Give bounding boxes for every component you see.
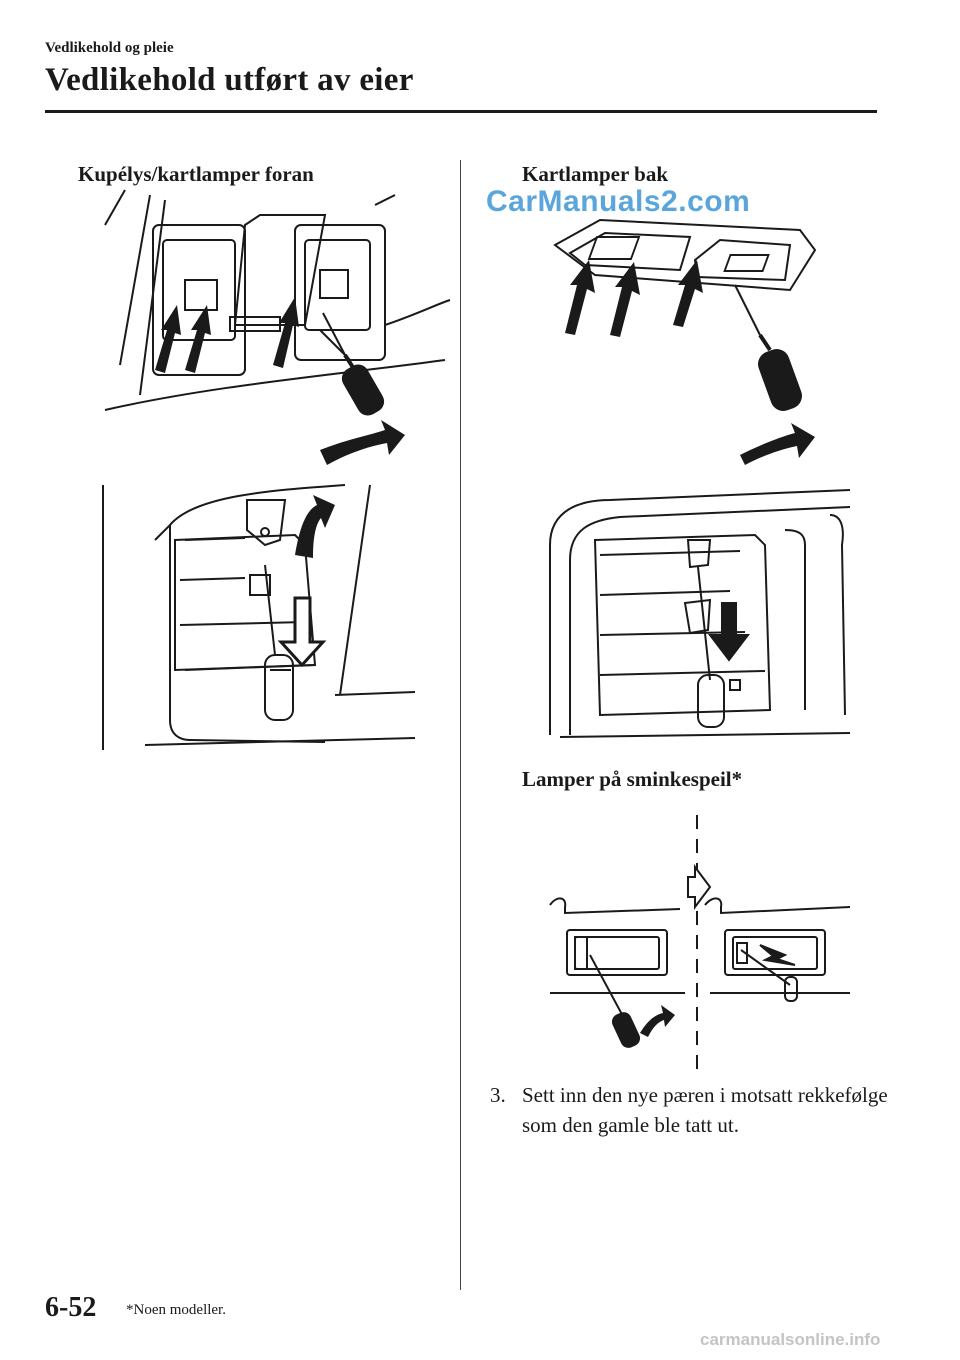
page-title: Vedlikehold utført av eier (45, 62, 414, 98)
vanity-mirror-lamp-illustration (549, 815, 851, 1070)
step-text: Sett inn den nye pæren i motsatt rekkefø… (522, 1083, 888, 1137)
section-label: Vedlikehold og pleie (45, 40, 174, 56)
page-number: 6-52 (45, 1292, 97, 1323)
rear-lamp-removal-illustration (553, 218, 817, 465)
caption-vanity-mirror-lamps: Lamper på sminkespeil* (522, 767, 743, 791)
step-number: 3. (490, 1083, 506, 1107)
column-divider (460, 160, 461, 1290)
footnote: *Noen modeller. (126, 1302, 226, 1318)
rear-bulb-illustration (549, 489, 851, 738)
site-watermark: carmanualsonline.info (700, 1330, 881, 1349)
front-lamp-removal-illustration (104, 189, 451, 465)
front-bulb-illustration (102, 484, 415, 750)
caption-rear-map-lamps: Kartlamper bak (522, 162, 669, 186)
watermark: CarManuals2.com (486, 185, 751, 218)
header-rule (45, 110, 877, 113)
caption-front-lamps: Kupélys/kartlamper foran (78, 162, 314, 186)
